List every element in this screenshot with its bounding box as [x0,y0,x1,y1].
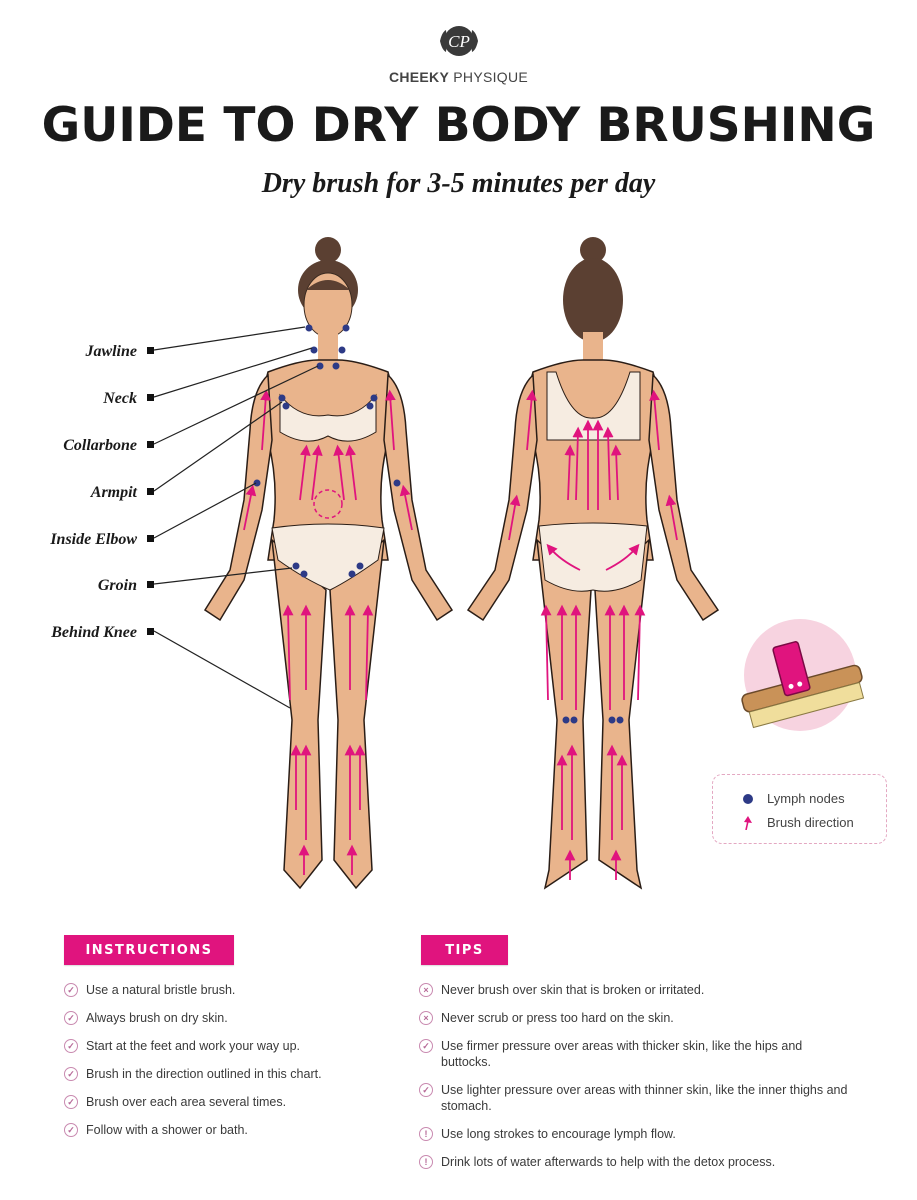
check-circle-icon: ✓ [419,1083,433,1097]
label-groin: Groin [97,577,137,594]
check-circle-icon: ✓ [64,1011,78,1025]
exclamation-circle-icon: ! [419,1127,433,1141]
dry-brush-illustration [741,619,865,731]
check-circle-icon: ✓ [64,1039,78,1053]
lymph-node-dot-icon [743,793,753,804]
list-item: ×Never scrub or press too hard on the sk… [419,1010,849,1026]
label-inside-elbow: Inside Elbow [50,531,137,548]
cp-monogram-icon: CP [436,18,482,64]
check-circle-icon: ✓ [64,1123,78,1137]
brand-name: CHEEKY PHYSIQUE [388,69,529,85]
list-item: ✓Use lighter pressure over areas with th… [419,1082,849,1114]
label-armpit: Armpit [90,484,137,501]
list-item: ✓Brush over each area several times. [64,1094,384,1110]
tips-list: ×Never brush over skin that is broken or… [419,982,849,1170]
list-item: ✓Use firmer pressure over areas with thi… [419,1038,849,1070]
svg-text:CP: CP [448,32,470,51]
exclamation-circle-icon: ! [419,1155,433,1169]
front-body-figure [203,237,454,890]
body-figures [153,237,865,890]
tips-heading: TIPS [421,935,508,965]
back-body-figure [466,237,720,890]
brand-logo: CP CHEEKY PHYSIQUE [0,18,917,85]
check-circle-icon: ✓ [64,1067,78,1081]
x-circle-icon: × [419,983,433,997]
list-item: !Use long strokes to encourage lymph flo… [419,1126,849,1142]
check-circle-icon: ✓ [64,1095,78,1109]
list-item: ✓Follow with a shower or bath. [64,1122,384,1138]
brush-direction-arrow-icon [737,815,759,830]
check-circle-icon: ✓ [419,1039,433,1053]
list-item: ✓Use a natural bristle brush. [64,982,384,998]
x-circle-icon: × [419,1011,433,1025]
label-neck: Neck [103,390,137,407]
list-item: ✓Start at the feet and work your way up. [64,1038,384,1054]
check-circle-icon: ✓ [64,983,78,997]
label-collarbone: Collarbone [63,437,137,454]
list-item: ✓Always brush on dry skin. [64,1010,384,1026]
page-subtitle: Dry brush for 3-5 minutes per day [261,168,656,199]
instructions-list: ✓Use a natural bristle brush. ✓Always br… [64,982,384,1138]
list-item: !Drink lots of water afterwards to help … [419,1154,849,1170]
list-item: ✓Brush in the direction outlined in this… [64,1066,384,1082]
legend-item-lymph-nodes: Lymph nodes [737,791,845,806]
list-item: ×Never brush over skin that is broken or… [419,982,849,998]
page-title: GUIDE TO DRY BODY BRUSHING [41,98,876,153]
label-jawline: Jawline [85,343,137,360]
legend: Lymph nodes Brush direction [712,774,887,844]
instructions-heading: INSTRUCTIONS [64,935,234,965]
legend-item-brush-direction: Brush direction [737,815,854,830]
label-behind-knee: Behind Knee [51,624,137,641]
